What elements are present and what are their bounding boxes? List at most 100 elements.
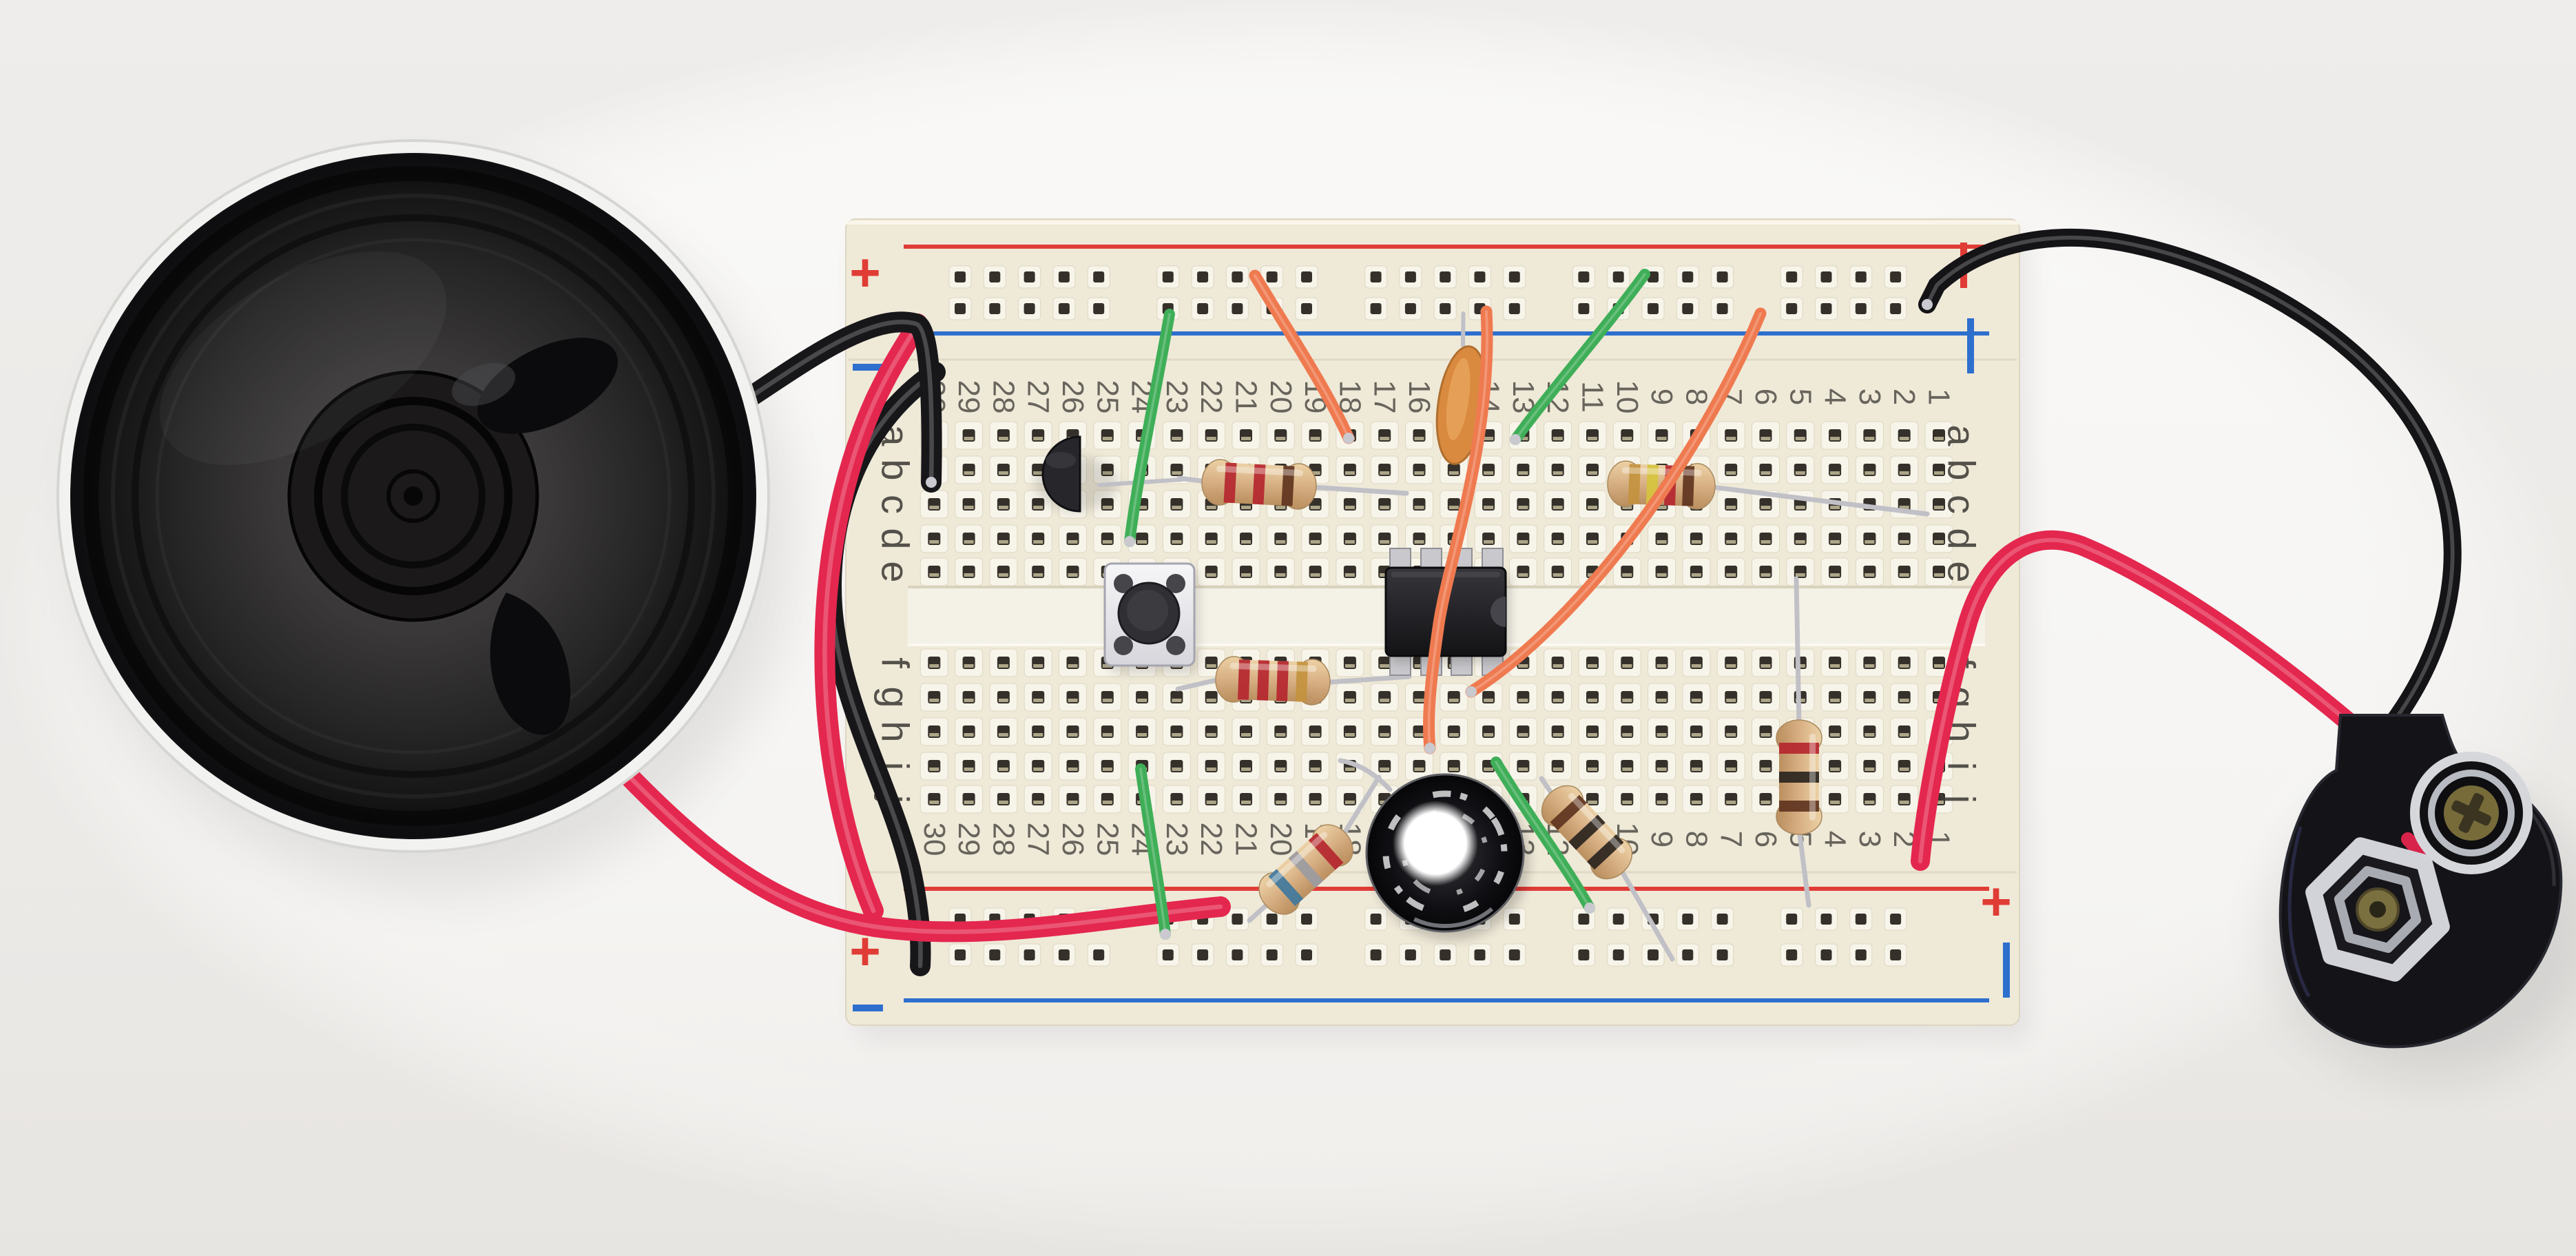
column-number-bottom: 22	[1194, 823, 1228, 856]
column-number-bottom: 4	[1818, 831, 1852, 847]
jumper-orange-1	[1249, 269, 1355, 444]
resistor-band-brown	[1281, 465, 1295, 506]
resistor-band-red	[1276, 661, 1289, 701]
board-label: +	[849, 242, 881, 302]
column-number-top: 6	[1749, 389, 1783, 405]
resistor-band-gold	[1628, 464, 1641, 504]
column-number-top: 16	[1402, 380, 1436, 414]
jumper-green-4	[1135, 763, 1171, 940]
column-number-bottom: 21	[1229, 823, 1263, 856]
pushbutton-corner-contact	[1166, 574, 1185, 593]
column-number-top: 11	[1576, 381, 1610, 413]
minus-mark	[1967, 318, 1974, 373]
column-number-bottom: 30	[917, 823, 951, 856]
resistor-R3	[1175, 656, 1412, 706]
pushbutton-corner-contact	[1166, 636, 1185, 655]
resistor-band-gold	[1295, 661, 1308, 702]
battery-black-wire	[1918, 228, 2462, 734]
row-letter: c	[874, 495, 917, 514]
column-number-bottom: 7	[1714, 831, 1748, 847]
jumper-orange-1-tip	[1343, 433, 1354, 444]
row-letter: d	[874, 528, 917, 549]
jumper-green-1	[1124, 309, 1175, 547]
column-number-top: 8	[1679, 389, 1713, 405]
minus-mark	[853, 1005, 883, 1011]
resistor-band-red	[1308, 832, 1344, 870]
row-letter: c	[1940, 495, 1984, 514]
resistor-R4	[1247, 774, 1382, 923]
resistor-band-red	[1238, 659, 1251, 700]
battery-red-wire	[1911, 530, 2368, 871]
column-number-top: 23	[1160, 380, 1194, 414]
row-letter: h	[874, 721, 917, 742]
capacitor-markings	[1382, 790, 1508, 916]
speaker-glue-blob	[477, 338, 618, 434]
resistor-R5	[1539, 776, 1675, 962]
column-number-top: 27	[1021, 380, 1055, 414]
column-number-top: 5	[1783, 389, 1817, 405]
battery-clip	[2278, 714, 2563, 1049]
resistor-band-brown	[1779, 801, 1819, 812]
row-letter: a	[1940, 424, 1984, 446]
column-number-top: 10	[1610, 380, 1644, 414]
column-number-top: 25	[1090, 380, 1124, 414]
column-number-bottom: 6	[1749, 831, 1783, 847]
pushbutton-corner-contact	[1114, 636, 1133, 655]
column-number-bottom: 9	[1645, 831, 1679, 847]
column-number-bottom: 23	[1160, 823, 1194, 856]
column-number-top: 29	[952, 380, 986, 414]
column-number-top: 3	[1853, 389, 1887, 405]
resistor-band-brown	[1682, 466, 1695, 506]
breadboard-holes	[920, 421, 1953, 814]
column-number-bottom: 25	[1090, 823, 1124, 856]
column-number-bottom: 8	[1679, 831, 1713, 847]
speaker-red-wire-left-arc	[814, 313, 928, 921]
column-number-top: 17	[1368, 380, 1402, 414]
jumper-green-3	[1490, 756, 1595, 914]
column-number-top: 21	[1229, 380, 1263, 414]
row-letter: b	[1940, 459, 1984, 480]
column-number-bottom: 29	[952, 823, 986, 856]
minus-mark	[853, 364, 883, 371]
resistor-band-red	[1223, 462, 1237, 504]
resistor-band-blue	[1268, 869, 1304, 907]
row-letter: i	[1940, 762, 1984, 770]
jumper-orange-3	[1465, 307, 1767, 698]
ic-dip8	[1384, 548, 1510, 676]
resistor-band-brown	[1550, 794, 1587, 830]
column-number-top: 20	[1264, 380, 1298, 414]
resistor-R1	[1176, 459, 1409, 510]
minus-mark	[2003, 943, 2010, 998]
column-number-bottom: 27	[1021, 823, 1055, 856]
resistor-body	[1227, 659, 1318, 702]
row-letter: e	[874, 561, 917, 582]
battery-black-wire-tip	[1922, 299, 1933, 310]
jumper-orange-3-tip	[1466, 686, 1477, 697]
ic-notch	[1490, 597, 1506, 627]
pushbutton-corner-contact	[1114, 574, 1133, 593]
resistor-R6	[1776, 576, 1822, 908]
column-number-top: 22	[1194, 380, 1228, 414]
column-number-bottom: 3	[1853, 831, 1887, 847]
board-label: +	[1980, 871, 2012, 931]
jumper-green-2-tip	[1510, 434, 1521, 445]
speaker-glue-blob	[490, 593, 571, 735]
jumper-orange-2	[1423, 305, 1493, 754]
speaker-black-wire-tip	[926, 477, 937, 488]
resistor-band-black	[1568, 814, 1606, 850]
column-number-top: 2	[1887, 389, 1921, 405]
capacitor-glare	[1393, 801, 1478, 886]
electrolytic-capacitor	[1338, 758, 1529, 940]
resistor-band-gray	[1288, 851, 1324, 888]
column-number-top: 28	[986, 380, 1020, 414]
resistor-band-red	[1252, 464, 1266, 505]
row-letter: j	[1940, 794, 1984, 803]
jumper-green-1-tip	[1124, 536, 1135, 547]
resistor-band-black	[1779, 772, 1819, 783]
resistor-band-red	[1779, 743, 1819, 754]
speaker	[56, 139, 770, 853]
row-letter: f	[874, 657, 917, 668]
speaker-red-wire	[596, 742, 1231, 943]
